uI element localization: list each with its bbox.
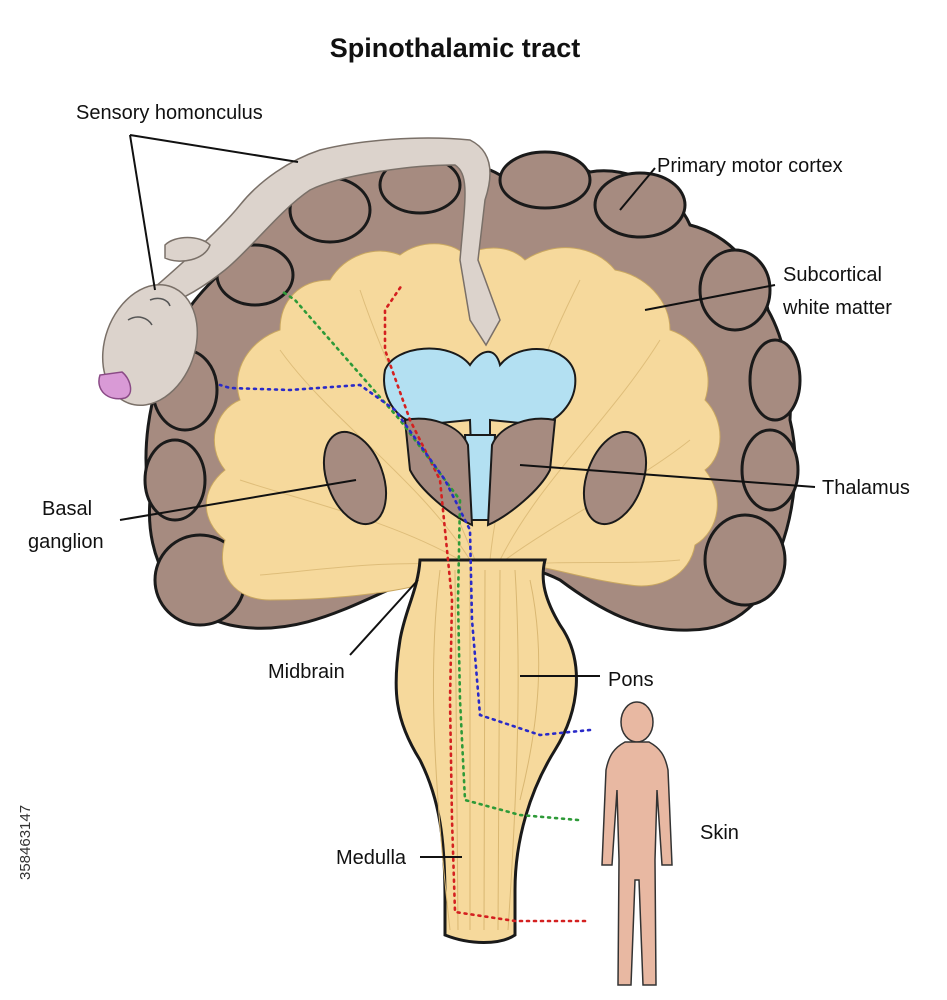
brainstem — [394, 558, 578, 944]
label-medulla: Medulla — [336, 847, 407, 869]
label-basal-line1: Basal — [42, 498, 92, 520]
label-sensory-homonculus: Sensory homonculus — [76, 102, 263, 124]
homunculus-body — [138, 137, 501, 347]
stock-id: 358463147 — [17, 805, 34, 880]
label-subcortical-line1: Subcortical — [783, 264, 882, 286]
thalamus-right — [486, 417, 557, 527]
tract-green — [278, 288, 580, 822]
homunculus-hand — [164, 236, 211, 262]
leader-lines — [119, 134, 816, 858]
diagram-title: Spinothalamic tract — [330, 33, 581, 63]
homunculus-eye — [127, 316, 153, 326]
sensory-homunculus-figure — [98, 137, 501, 407]
label-subcortical-line2: white matter — [782, 297, 892, 319]
skin-figure-head — [620, 701, 654, 743]
leader-homonculus-b — [129, 134, 156, 291]
basal-ganglion-left — [322, 430, 388, 526]
label-thalamus: Thalamus — [822, 477, 910, 499]
lateral-ventricles — [383, 347, 577, 485]
leader-primary-motor-cortex — [619, 167, 656, 211]
homunculus-tongue — [98, 371, 132, 400]
label-skin: Skin — [700, 822, 739, 844]
tracts — [218, 283, 592, 923]
label-midbrain: Midbrain — [268, 661, 345, 683]
homunculus-eye-2 — [149, 297, 171, 307]
tract-red — [383, 283, 587, 923]
label-primary-motor-cortex: Primary motor cortex — [657, 155, 843, 177]
leader-midbrain — [349, 579, 419, 656]
leader-thalamus — [519, 464, 816, 488]
brainstem-fibers — [432, 569, 540, 931]
label-pons: Pons — [608, 669, 654, 691]
tract-blue — [218, 383, 592, 737]
homunculus-head — [101, 283, 199, 407]
skin-figure-body — [601, 741, 673, 986]
basal-ganglion-right — [582, 430, 648, 526]
leader-homonculus-a — [129, 134, 299, 163]
label-basal-line2: ganglion — [28, 531, 104, 553]
skin-figure — [601, 701, 673, 986]
leader-basal-ganglion — [119, 479, 357, 521]
brain — [143, 150, 802, 944]
leader-subcortical — [644, 284, 776, 311]
